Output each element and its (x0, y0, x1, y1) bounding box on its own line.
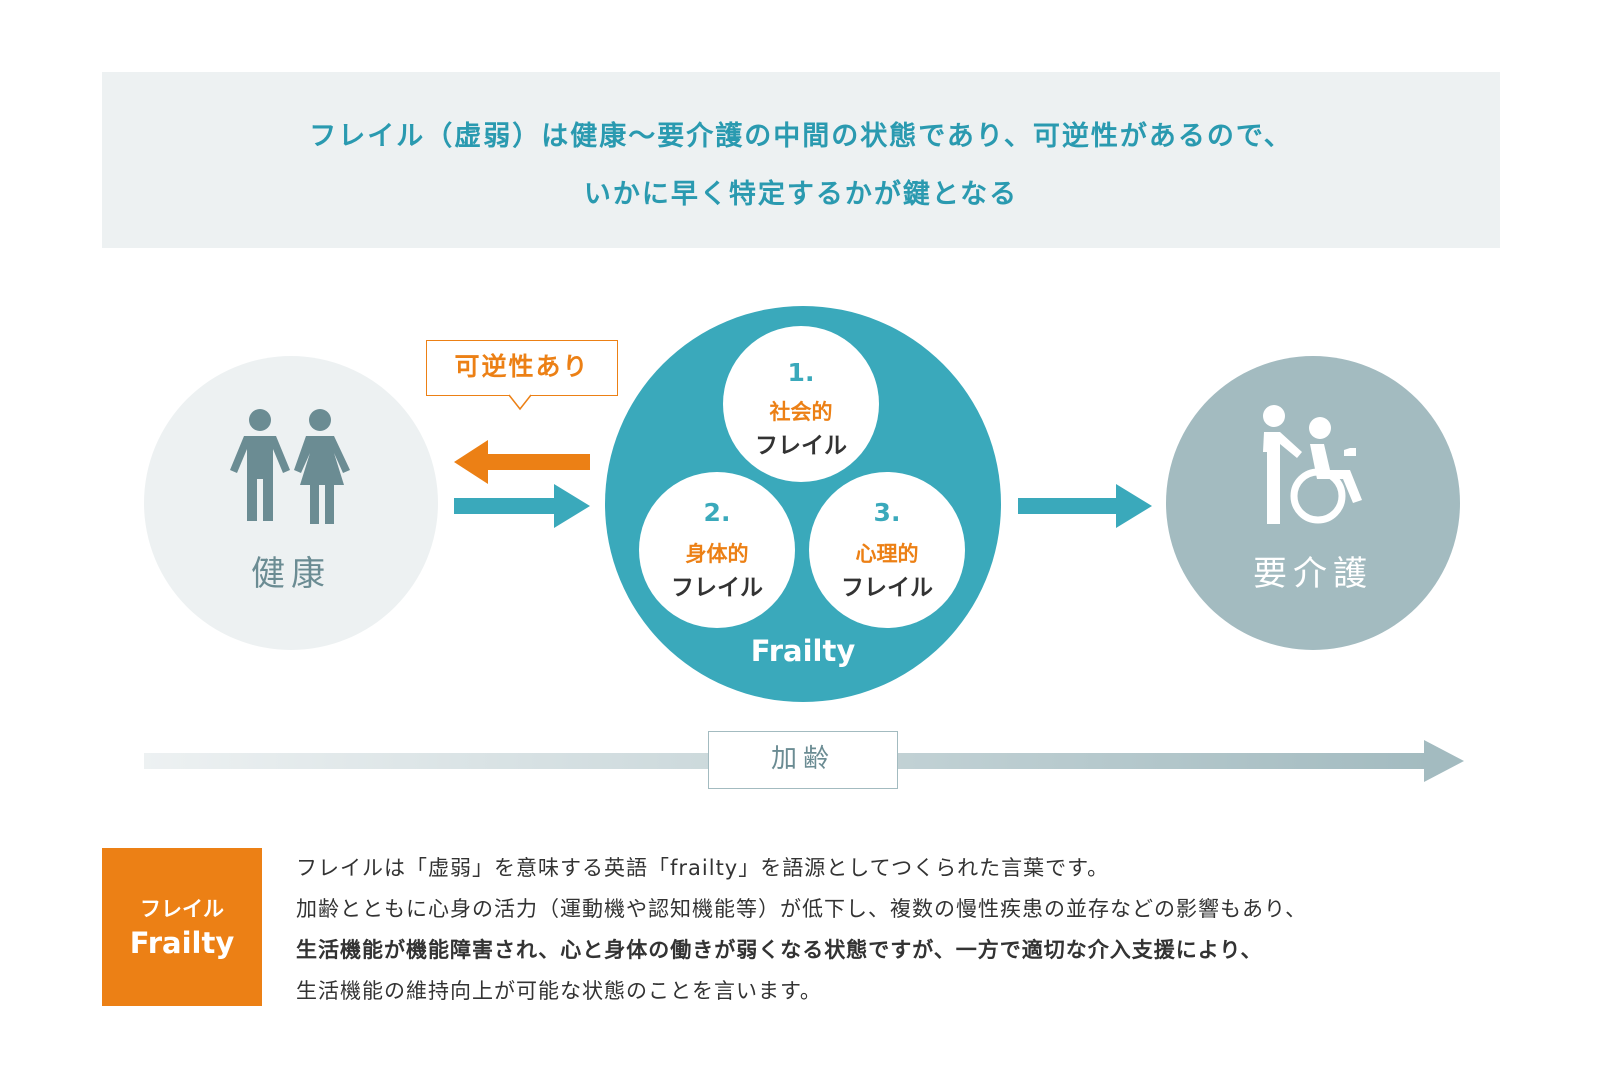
aging-label: 加齢 (708, 731, 898, 789)
sub-number: 1. (787, 358, 815, 387)
sub-number: 3. (873, 498, 901, 527)
banner-line-2: いかに早く特定するかが鍵となる (583, 179, 1019, 210)
reversible-callout: 可逆性あり (426, 340, 618, 396)
progress-arrow-icon (1018, 484, 1152, 528)
definition-line-2: 加齢とともに心身の活力（運動機や認知機能等）が低下し、複数の慢性疾患の並存などの… (296, 897, 1308, 921)
health-label: 健康 (251, 554, 331, 594)
care-circle: 要介護 (1166, 356, 1460, 650)
social-frailty-circle: 1. 社会的 フレイル (723, 326, 879, 482)
definition-line-1: フレイルは「虚弱」を意味する英語「frailty」を語源としてつくられた言葉です… (296, 856, 1110, 880)
callout-pointer (508, 394, 532, 411)
frailty-label: Frailty (750, 634, 856, 668)
health-circle: 健康 (144, 356, 438, 650)
summary-banner: フレイル（虚弱）は健康〜要介護の中間の状態であり、可逆性があるので、 いかに早く… (102, 72, 1500, 248)
sub-label: フレイル (755, 433, 847, 459)
reverse-arrow-icon (454, 440, 590, 484)
banner-line-1: フレイル（虚弱）は健康〜要介護の中間の状態であり、可逆性があるので、 (309, 121, 1293, 152)
sub-number: 2. (703, 498, 731, 527)
definition-line-3: 生活機能が機能障害され、心と身体の働きが弱くなる状態ですが、一方で適切な介入支援… (296, 938, 1263, 962)
physical-frailty-circle: 2. 身体的 フレイル (639, 472, 795, 628)
sub-type: 社会的 (769, 400, 833, 424)
sub-label: フレイル (671, 575, 763, 601)
definition-line-4: 生活機能の維持向上が可能な状態のことを言います。 (296, 979, 822, 1003)
frailty-circle: 1. 社会的 フレイル 2. 身体的 フレイル 3. 心理的 フレイル Frai… (605, 306, 1001, 702)
care-label: 要介護 (1253, 554, 1373, 594)
forward-arrow-icon (454, 484, 590, 528)
sub-type: 心理的 (855, 542, 919, 566)
badge-english: Frailty (129, 926, 235, 960)
people-icon (230, 409, 350, 524)
frailty-badge: フレイル Frailty (102, 848, 262, 1006)
wheelchair-caregiver-icon (1263, 405, 1362, 524)
psychological-frailty-circle: 3. 心理的 フレイル (809, 472, 965, 628)
badge-japanese: フレイル (140, 897, 224, 921)
sub-label: フレイル (841, 575, 933, 601)
sub-type: 身体的 (685, 542, 749, 566)
